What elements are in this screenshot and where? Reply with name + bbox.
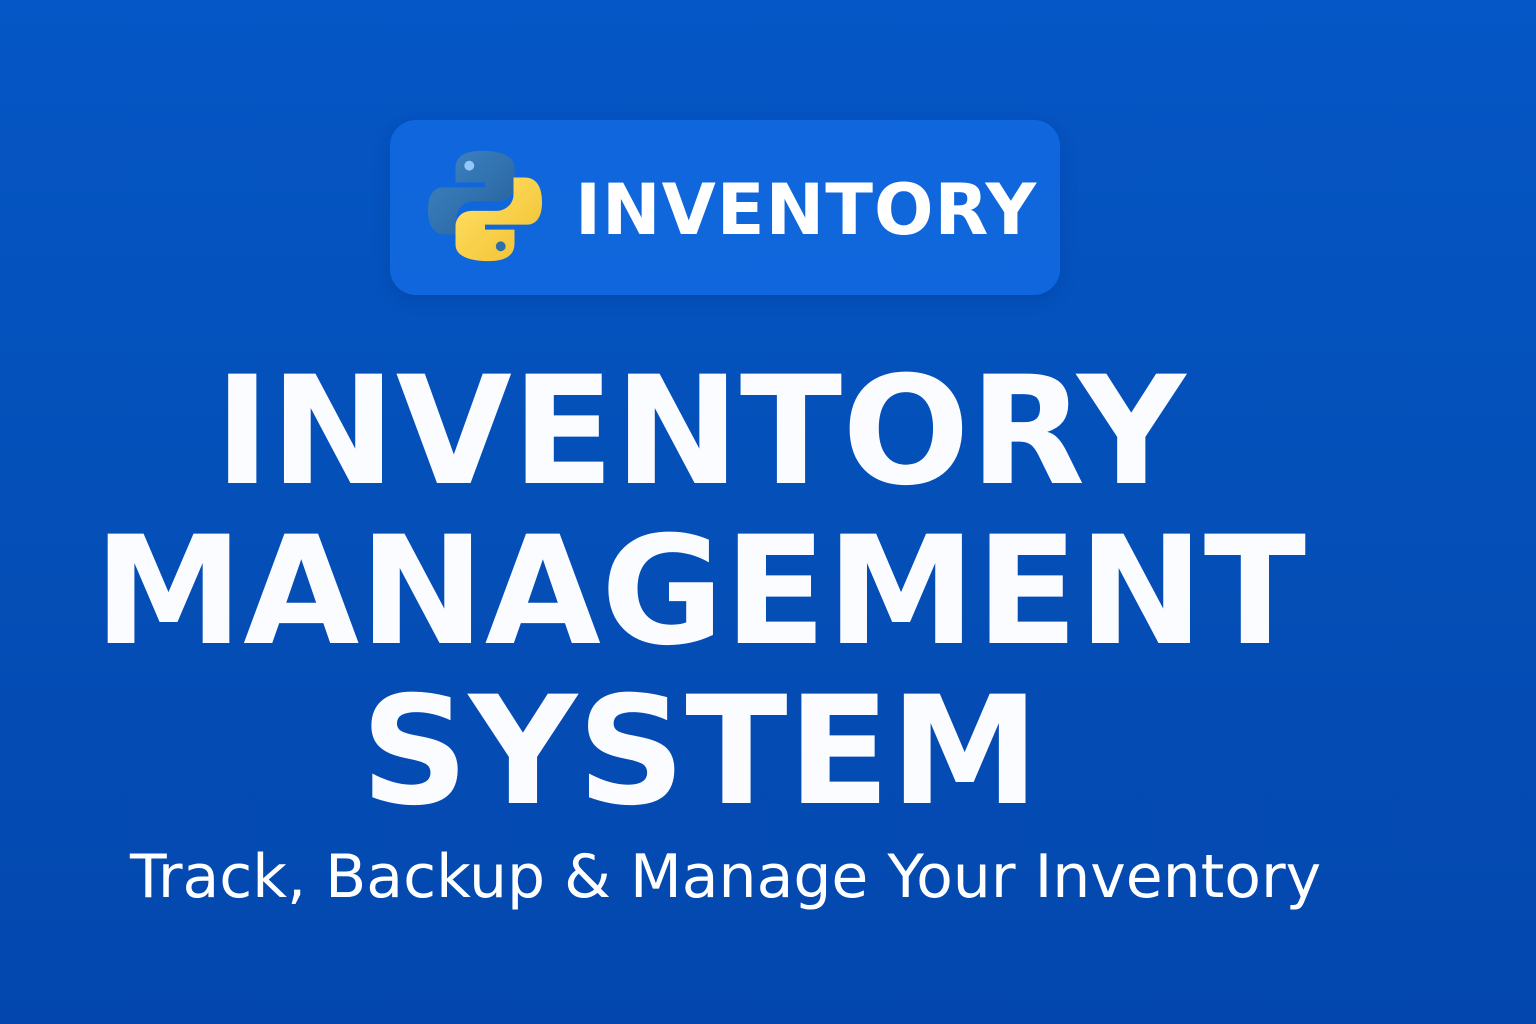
python-logo-icon — [427, 150, 543, 262]
title-line-3: SYSTEM — [360, 665, 1040, 839]
title-line-1: INVENTORY — [214, 345, 1186, 519]
inventory-badge — [390, 120, 1060, 295]
badge-title: INVENTORY — [575, 169, 1038, 251]
subtitle: Track, Backup & Manage Your Inventory — [130, 842, 1322, 912]
title-line-2: MANAGEMENT — [93, 505, 1307, 679]
page-title: INVENTORY MANAGEMENT SYSTEM — [0, 352, 1400, 832]
